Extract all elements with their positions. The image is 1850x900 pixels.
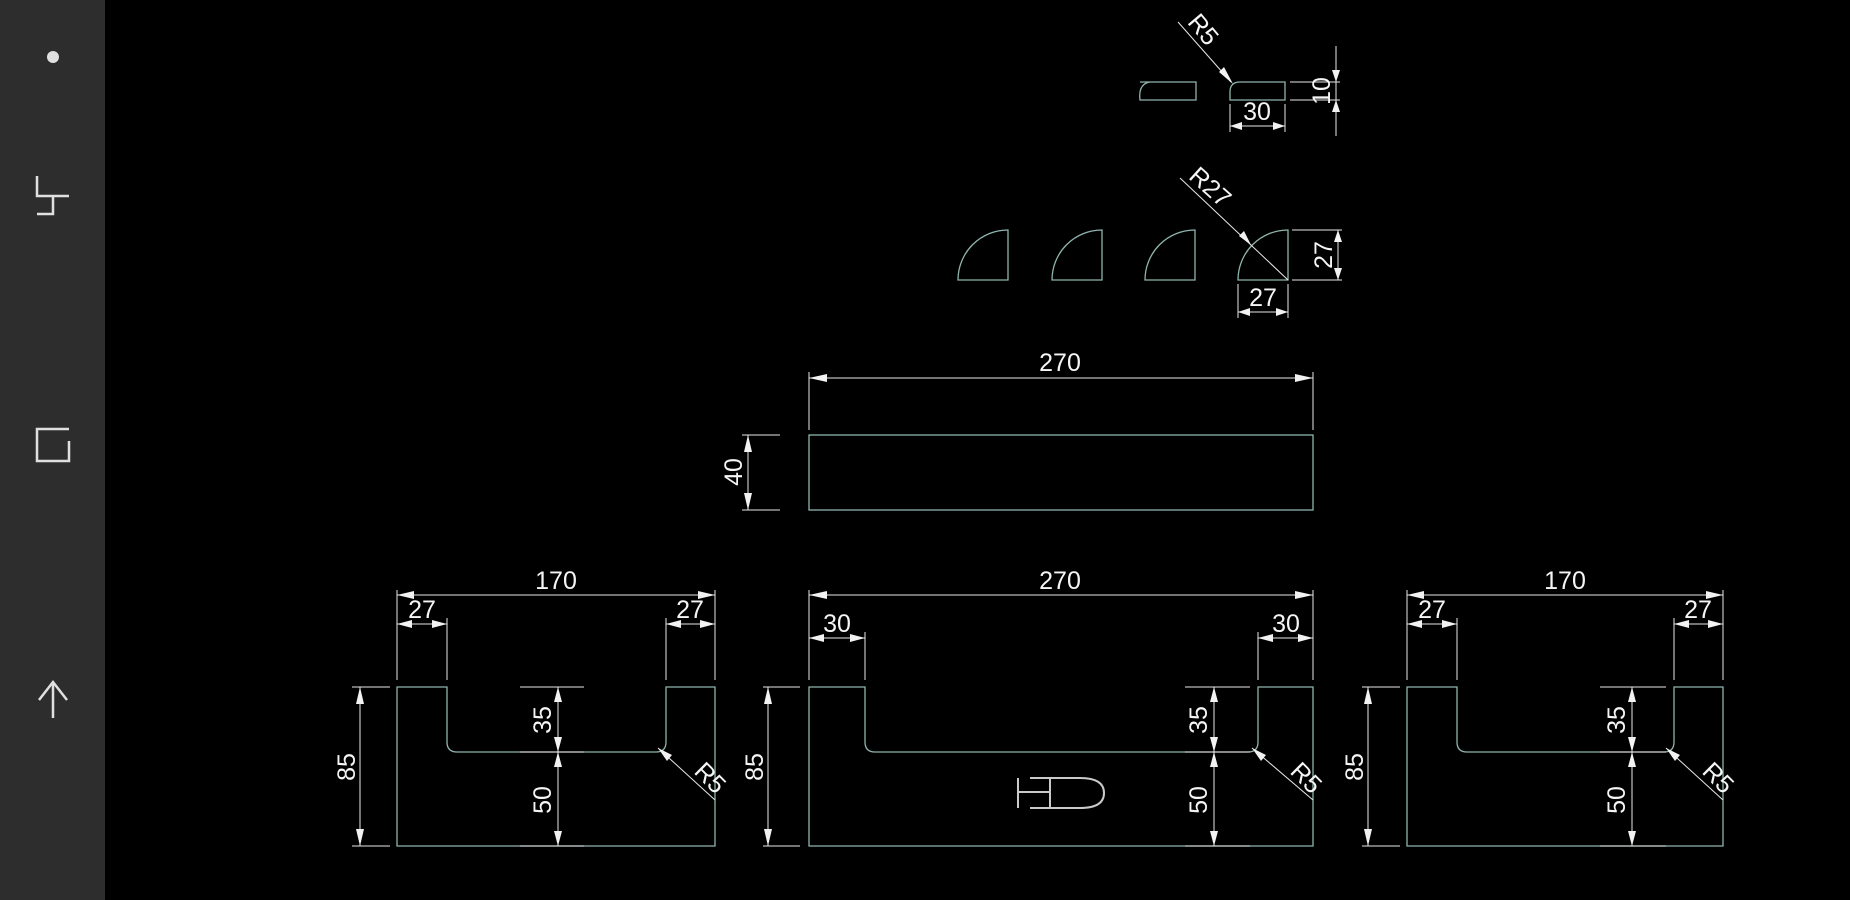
r5-strip-right bbox=[1229, 81, 1286, 101]
left-side-outline bbox=[396, 686, 716, 847]
dim-left-length: 170 bbox=[535, 567, 577, 595]
dim-right-notch-left: 27 bbox=[1418, 596, 1446, 624]
drawing-canvas[interactable]: R5 30 10 bbox=[105, 0, 1850, 900]
dim-quarter-width: 27 bbox=[1249, 284, 1277, 312]
dim-left-base: 50 bbox=[529, 786, 557, 814]
back-arrow-icon bbox=[37, 679, 68, 718]
dim-left-notch-depth: 35 bbox=[529, 706, 557, 734]
dim-left-notch-right: 27 bbox=[676, 596, 704, 624]
dim-r5-radius: R5 bbox=[1182, 8, 1224, 50]
r5-strip-pieces: R5 30 10 bbox=[1139, 8, 1340, 136]
dim-center-notch-depth: 35 bbox=[1185, 706, 1213, 734]
dim-r5-height: 10 bbox=[1308, 77, 1336, 105]
dim-quarter-height: 27 bbox=[1310, 241, 1338, 269]
top-plate: 270 40 bbox=[720, 349, 1314, 511]
home-icon bbox=[35, 427, 70, 463]
dim-right-base: 50 bbox=[1603, 786, 1631, 814]
center-side-outline bbox=[808, 686, 1314, 847]
dot-button[interactable] bbox=[0, 12, 105, 102]
dim-right-notch-depth: 35 bbox=[1603, 706, 1631, 734]
home-button[interactable] bbox=[0, 400, 105, 490]
center-side-piece: 270 30 30 bbox=[741, 567, 1327, 847]
dim-center-base: 50 bbox=[1185, 786, 1213, 814]
quarter-round-pieces: R27 27 27 bbox=[957, 162, 1342, 318]
dim-center-notch-left: 30 bbox=[823, 610, 851, 638]
dim-right-length: 170 bbox=[1544, 567, 1586, 595]
right-side-outline bbox=[1406, 686, 1724, 847]
dim-left-notch-left: 27 bbox=[408, 596, 436, 624]
dim-center-notch-right: 30 bbox=[1272, 610, 1300, 638]
recent-apps-button[interactable] bbox=[0, 150, 105, 240]
back-button[interactable] bbox=[0, 655, 105, 745]
top-plate-outline bbox=[808, 434, 1314, 511]
dim-left-height: 85 bbox=[333, 753, 361, 781]
dim-center-length: 270 bbox=[1039, 567, 1081, 595]
quarter-round-1 bbox=[957, 229, 1009, 281]
quarter-round-4 bbox=[1237, 229, 1289, 281]
dot-icon bbox=[46, 51, 59, 63]
dim-top-plate-height: 40 bbox=[720, 458, 748, 486]
dim-right-notch-right: 27 bbox=[1684, 596, 1712, 624]
dim-top-plate-length: 270 bbox=[1039, 349, 1081, 377]
dim-center-radius: R5 bbox=[1285, 757, 1327, 799]
left-side-piece: 170 27 27 bbox=[333, 567, 731, 847]
recent-apps-icon bbox=[35, 176, 69, 216]
dim-right-height: 85 bbox=[1341, 753, 1369, 781]
r5-strip-left bbox=[1139, 81, 1197, 101]
dim-right-radius: R5 bbox=[1697, 757, 1739, 799]
right-side-piece: 170 27 27 bbox=[1341, 567, 1739, 847]
hd-logo bbox=[1017, 777, 1106, 809]
dim-center-height: 85 bbox=[741, 753, 769, 781]
quarter-round-3 bbox=[1144, 229, 1196, 281]
dim-r5-length: 30 bbox=[1243, 98, 1271, 126]
quarter-round-2 bbox=[1051, 229, 1103, 281]
system-navigation-bar bbox=[0, 0, 105, 900]
dim-left-radius: R5 bbox=[689, 757, 731, 799]
dim-quarter-radius: R27 bbox=[1184, 162, 1237, 214]
cad-drawing: R5 30 10 bbox=[333, 8, 1739, 847]
